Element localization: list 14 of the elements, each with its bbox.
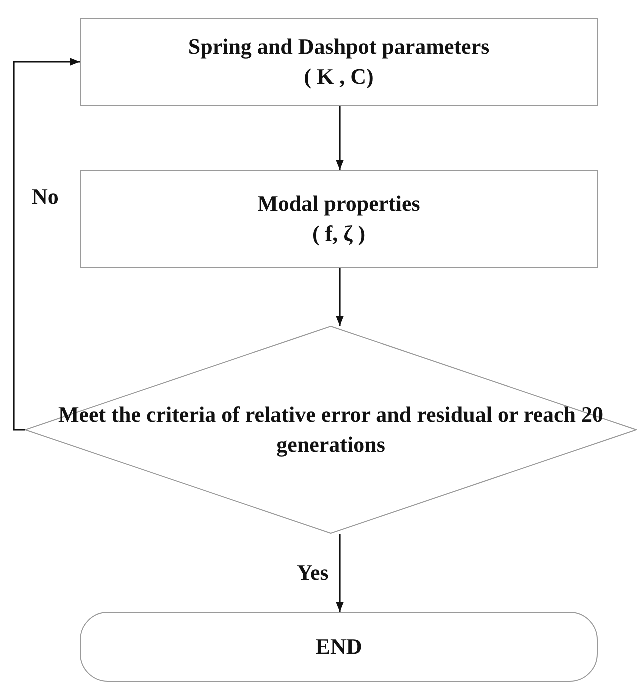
node-title: END	[316, 633, 362, 661]
arrow	[336, 106, 344, 170]
terminal-box	[80, 612, 598, 682]
node-title: Meet the criteria of relative error and residual or reach 20 generations	[58, 401, 604, 459]
node-subtitle: ( f, ζ )	[312, 220, 366, 248]
arrow	[336, 268, 344, 326]
process-box	[80, 18, 598, 106]
process-box	[80, 170, 598, 268]
decision-diamond	[25, 326, 637, 534]
node-subtitle: ( K , C)	[304, 63, 374, 91]
node-title: Modal properties	[258, 190, 420, 218]
node-title: Spring and Dashpot parameters	[188, 33, 490, 61]
arrow	[13, 58, 80, 431]
arrow	[336, 534, 344, 612]
